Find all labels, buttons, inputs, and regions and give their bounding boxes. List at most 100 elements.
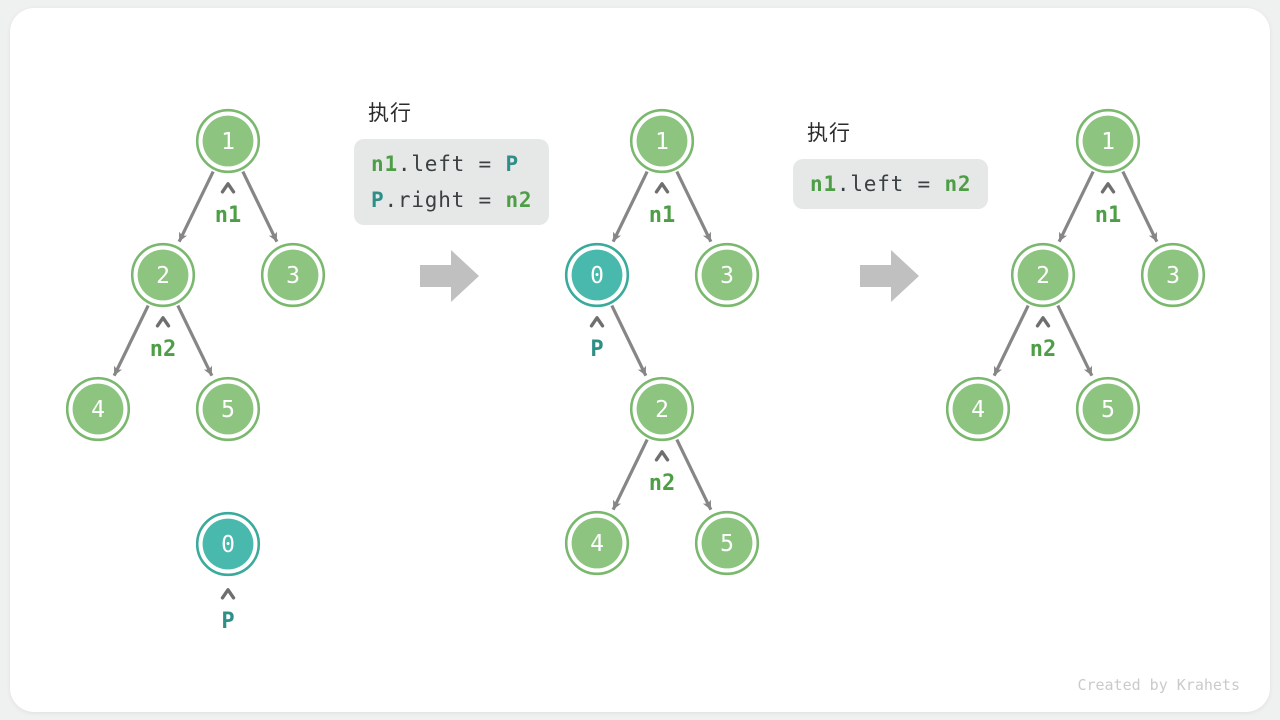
watermark-credit: Created by Krahets — [1077, 676, 1240, 694]
tree-node-2: 2 — [629, 376, 695, 442]
node-outer-ring — [195, 511, 261, 577]
node-value: 5 — [720, 531, 734, 557]
node-disc — [1082, 115, 1134, 167]
tree-edge — [1056, 304, 1094, 377]
pointer-label: n2 — [649, 471, 676, 496]
node-outer-ring — [260, 242, 326, 308]
tree-edge — [992, 304, 1030, 377]
node-value: 1 — [221, 129, 235, 155]
pointer-up-chevron-icon — [1035, 316, 1051, 328]
node-disc — [202, 383, 254, 435]
node-value: 4 — [91, 397, 105, 423]
pointer-n1: n1 — [649, 182, 675, 228]
tree-edge — [675, 438, 713, 511]
tree-edge — [610, 304, 648, 377]
node-value: 2 — [1036, 263, 1050, 289]
pointer-P: P — [589, 316, 605, 362]
step-arrow-right-icon — [420, 250, 479, 302]
node-disc — [202, 518, 254, 570]
code-token: .left = — [836, 172, 945, 196]
tree-edge — [177, 170, 215, 243]
node-outer-ring — [195, 376, 261, 442]
node-value: 1 — [655, 129, 669, 155]
node-value: 3 — [1166, 263, 1180, 289]
code-block-1: 执行 n1.left = P P.right = n2 — [354, 97, 550, 225]
tree-edge — [611, 170, 649, 243]
tree-node-5: 5 — [195, 376, 261, 442]
tree-edge — [112, 304, 150, 377]
node-value: 4 — [971, 397, 985, 423]
node-disc — [202, 115, 254, 167]
tree-node-4: 4 — [945, 376, 1011, 442]
node-outer-ring — [694, 510, 760, 576]
node-outer-ring — [629, 108, 695, 174]
pointer-n2: n2 — [1030, 316, 1057, 362]
node-outer-ring — [1075, 376, 1141, 442]
pointer-n1: n1 — [1095, 182, 1122, 228]
tree-node-1: 1 — [1075, 108, 1141, 174]
node-value: 2 — [655, 397, 669, 423]
node-disc — [701, 249, 753, 301]
pointer-label: n1 — [1095, 203, 1122, 228]
node-disc — [1017, 249, 1069, 301]
tree-node-1: 1 — [629, 108, 695, 174]
pointer-up-chevron-icon — [155, 316, 171, 328]
node-disc — [571, 517, 623, 569]
pointer-n2: n2 — [150, 316, 177, 362]
code-token: n2 — [944, 172, 972, 196]
node-outer-ring — [65, 376, 131, 442]
node-disc — [72, 383, 124, 435]
node-outer-ring — [1075, 108, 1141, 174]
node-disc — [137, 249, 189, 301]
pointer-up-chevron-icon — [589, 316, 605, 328]
tree-node-0: 0 — [564, 242, 630, 308]
node-value: 0 — [590, 263, 604, 289]
code-token: .left = — [397, 152, 506, 176]
node-outer-ring — [195, 108, 261, 174]
node-disc — [1147, 249, 1199, 301]
tree-node-2: 2 — [1010, 242, 1076, 308]
tree-node-1: 1 — [195, 108, 261, 174]
pointer-up-chevron-icon — [220, 182, 236, 194]
step-arrow-right-icon — [860, 250, 919, 302]
node-outer-ring — [130, 242, 196, 308]
pointer-up-chevron-icon — [1100, 182, 1116, 194]
tree-edge — [241, 170, 279, 243]
pointer-label: P — [221, 609, 234, 634]
pointer-label: n2 — [150, 337, 177, 362]
pointer-label: n2 — [1030, 337, 1057, 362]
tree-edge — [1121, 170, 1159, 243]
node-disc — [701, 517, 753, 569]
code-token: P — [371, 188, 385, 212]
node-outer-ring — [694, 242, 760, 308]
node-outer-ring — [564, 510, 630, 576]
tree-edge — [1057, 170, 1095, 243]
code-token: P — [505, 152, 519, 176]
code-caption-2: 执行 — [807, 122, 851, 145]
node-value: 4 — [590, 531, 604, 557]
code-box-2: n1.left = n2 — [793, 159, 989, 209]
tree-node-3: 3 — [694, 242, 760, 308]
node-disc — [636, 115, 688, 167]
tree-edge — [611, 438, 649, 511]
tree-node-4: 4 — [65, 376, 131, 442]
pointer-n2: n2 — [649, 450, 676, 496]
tree-edge — [176, 304, 214, 377]
pointer-label: P — [590, 337, 603, 362]
pointer-up-chevron-icon — [654, 182, 670, 194]
node-disc — [267, 249, 319, 301]
node-outer-ring — [945, 376, 1011, 442]
code-caption-1: 执行 — [368, 102, 412, 125]
node-value: 1 — [1101, 129, 1115, 155]
tree-node-0: 0 — [195, 511, 261, 577]
code-token: n1 — [371, 152, 398, 176]
pointer-P: P — [220, 588, 236, 634]
node-disc — [952, 383, 1004, 435]
tree-edge — [675, 170, 713, 243]
pointer-up-chevron-icon — [654, 450, 670, 462]
code-token: .right = — [384, 188, 506, 212]
